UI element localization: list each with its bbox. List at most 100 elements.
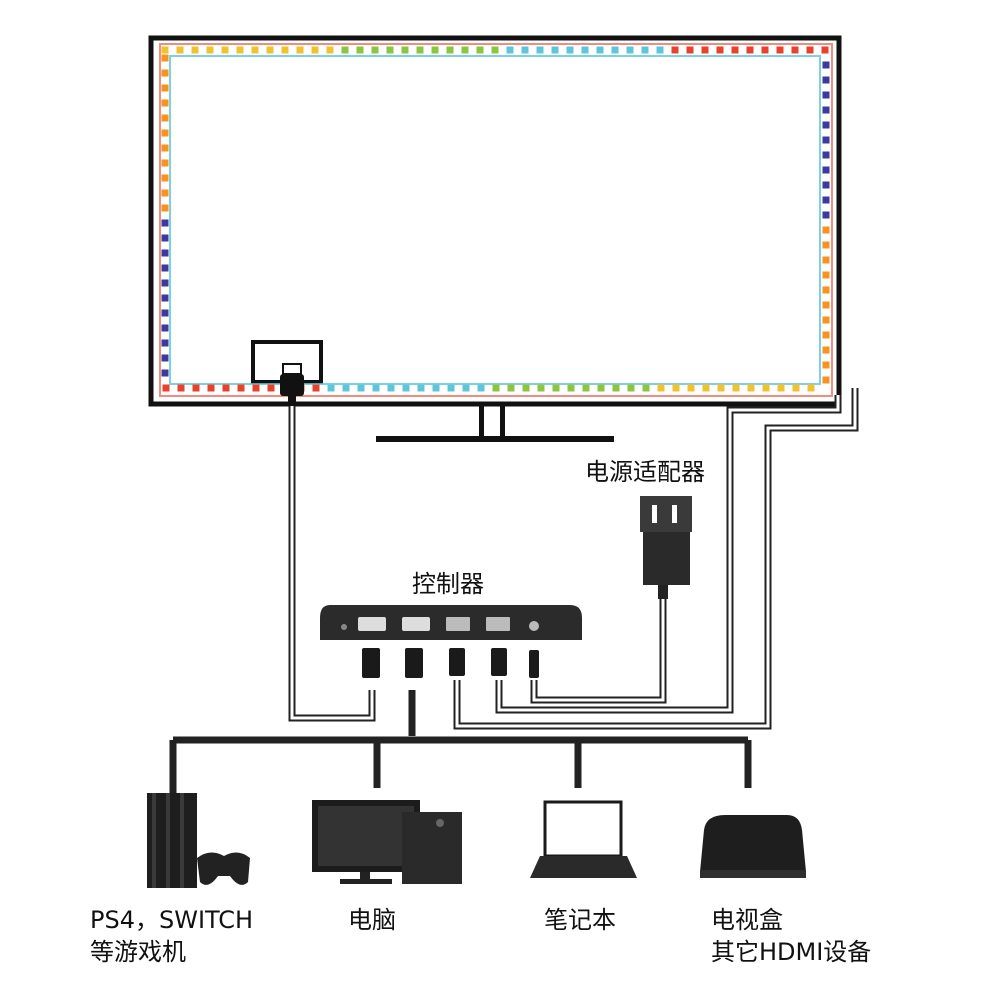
device-label-tv-box: 电视盒 其它HDMI设备: [711, 904, 871, 968]
led-dot: [791, 46, 799, 54]
led-dot: [161, 354, 169, 362]
led-dot: [641, 46, 649, 54]
led-dot: [356, 46, 364, 54]
device-label-line1: 电脑: [348, 906, 396, 934]
led-dot: [596, 46, 604, 54]
led-dot: [761, 46, 769, 54]
game-console-icon: [147, 793, 250, 888]
led-dot: [611, 46, 619, 54]
led-dot: [822, 196, 830, 204]
led-dot: [762, 384, 770, 392]
led-dot: [161, 309, 169, 317]
led-dot: [597, 384, 605, 392]
led-dot: [822, 121, 830, 129]
led-dot: [251, 46, 259, 54]
usb-plug-icon: [280, 363, 304, 406]
led-dot: [687, 384, 695, 392]
led-dot: [671, 46, 679, 54]
led-dot: [372, 384, 380, 392]
led-dot: [281, 46, 289, 54]
led-dot: [401, 46, 409, 54]
tv-icon: [148, 35, 842, 442]
led-dot: [252, 384, 260, 392]
led-dot: [822, 211, 830, 219]
led-dot: [431, 46, 439, 54]
led-dot: [731, 46, 739, 54]
led-dot: [386, 46, 394, 54]
led-dot: [822, 301, 830, 309]
led-dot: [266, 46, 274, 54]
led-dot: [506, 46, 514, 54]
led-dot: [161, 249, 169, 257]
led-dot: [192, 384, 200, 392]
led-dot: [582, 384, 590, 392]
led-dot: [552, 384, 560, 392]
led-dot: [657, 384, 665, 392]
led-dot: [822, 361, 830, 369]
led-dot: [807, 384, 815, 392]
led-dot: [161, 84, 169, 92]
led-dot: [222, 384, 230, 392]
desktop-computer-icon: [312, 800, 462, 884]
device-label-laptop: 笔记本: [544, 904, 616, 936]
led-dot: [612, 384, 620, 392]
led-dot: [161, 339, 169, 347]
led-dot: [822, 286, 830, 294]
led-dot: [311, 46, 319, 54]
cables: [169, 388, 859, 795]
led-dot: [822, 346, 830, 354]
led-dot: [237, 384, 245, 392]
led-dot: [822, 181, 830, 189]
led-dot: [716, 46, 724, 54]
led-dot: [161, 46, 169, 54]
led-dot: [161, 324, 169, 332]
device-label-game-console: PS4，SWITCH 等游戏机: [90, 904, 253, 968]
led-dot: [161, 264, 169, 272]
led-dot: [296, 46, 304, 54]
led-dot: [822, 61, 830, 69]
led-dot: [176, 46, 184, 54]
led-dot: [746, 46, 754, 54]
led-dot: [551, 46, 559, 54]
laptop-icon: [530, 800, 637, 878]
led-dot: [627, 384, 635, 392]
led-dot: [537, 384, 545, 392]
led-dot: [161, 144, 169, 152]
led-dot: [642, 384, 650, 392]
led-dot: [822, 226, 830, 234]
led-dot: [177, 384, 185, 392]
led-dot: [221, 46, 229, 54]
led-dot: [822, 316, 830, 324]
led-dot: [792, 384, 800, 392]
led-dot: [732, 384, 740, 392]
led-dot: [161, 159, 169, 167]
led-dot: [776, 46, 784, 54]
led-dot: [461, 46, 469, 54]
power-adapter-label: 电源适配器: [585, 458, 705, 486]
led-dot: [191, 46, 199, 54]
led-dot: [387, 384, 395, 392]
led-dot: [747, 384, 755, 392]
led-dot: [476, 46, 484, 54]
led-dot: [626, 46, 634, 54]
device-label-computer: 电脑: [348, 904, 396, 936]
led-dot: [161, 99, 169, 107]
led-dot: [477, 384, 485, 392]
led-dot: [161, 54, 169, 62]
led-dot: [777, 384, 785, 392]
led-dot: [161, 69, 169, 77]
led-dot: [492, 384, 500, 392]
led-dot: [702, 384, 710, 392]
led-dot: [162, 384, 170, 392]
led-dot: [206, 46, 214, 54]
led-dot: [161, 174, 169, 182]
device-label-line2: 等游戏机: [90, 938, 186, 966]
device-label-line1: 电视盒: [711, 906, 783, 934]
led-dot: [161, 219, 169, 227]
led-dot: [371, 46, 379, 54]
led-dot: [462, 384, 470, 392]
led-dot: [821, 46, 829, 54]
led-dot: [402, 384, 410, 392]
